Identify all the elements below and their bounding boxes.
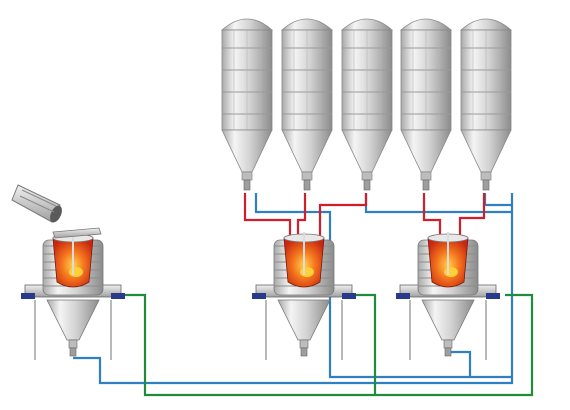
furnace-row	[21, 227, 500, 360]
furnace-icon	[252, 232, 356, 360]
silo-icon	[220, 18, 274, 191]
silo-icon	[399, 18, 453, 191]
silo-icon	[340, 18, 394, 191]
furnace-icon	[21, 227, 125, 360]
furnace-icon	[396, 232, 500, 360]
red-pipes	[243, 193, 486, 240]
silo-icon	[459, 18, 513, 191]
silo-icon	[280, 18, 334, 191]
pipe-network	[73, 193, 534, 397]
silo-row	[220, 18, 513, 191]
feed-chute-icon	[11, 184, 62, 223]
green-pipes	[120, 293, 534, 397]
